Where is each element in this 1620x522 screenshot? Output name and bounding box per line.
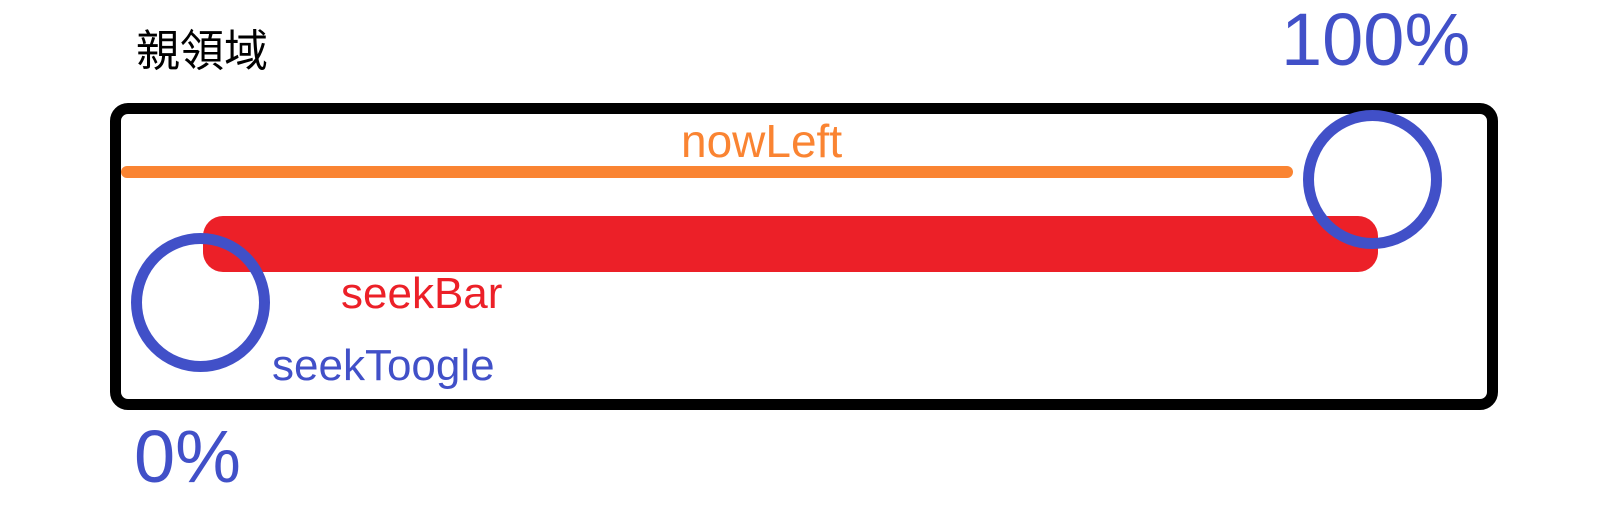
range-min-label: 0% xyxy=(134,415,241,498)
seek-toggle-min-handle[interactable] xyxy=(131,233,270,372)
seek-bar-track[interactable] xyxy=(203,216,1378,272)
seek-bar-label: seekBar xyxy=(341,269,503,318)
now-left-measure-line xyxy=(121,166,1293,178)
range-max-label: 100% xyxy=(1281,0,1471,81)
now-left-label: nowLeft xyxy=(681,115,843,167)
seek-toggle-label: seekToogle xyxy=(272,341,495,390)
parent-region-label: 親領域 xyxy=(136,26,268,77)
seek-toggle-max-handle[interactable] xyxy=(1303,110,1442,249)
